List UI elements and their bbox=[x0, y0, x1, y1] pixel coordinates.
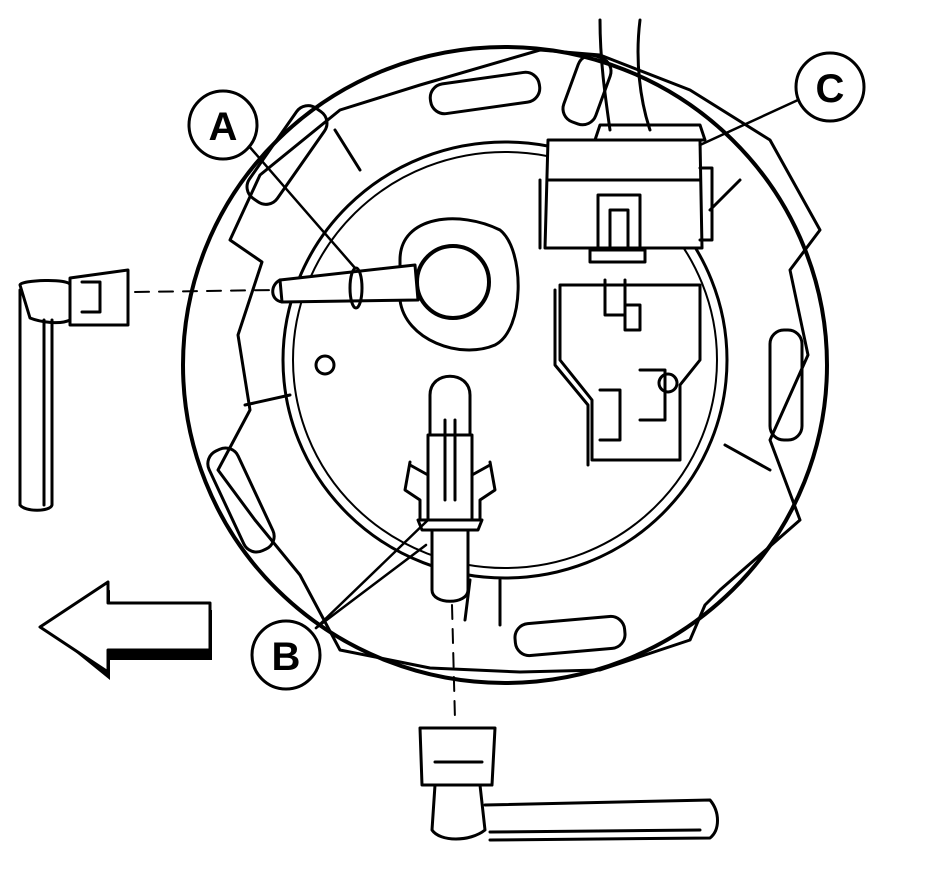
callout-c-label: C bbox=[816, 67, 845, 111]
callout-c: C bbox=[794, 51, 866, 123]
disconnected-hose-a bbox=[18, 268, 130, 512]
fuel-return-outlet bbox=[403, 374, 497, 603]
callout-b-label: B bbox=[272, 635, 301, 679]
leader-lines bbox=[246, 98, 800, 630]
disconnected-hose-b bbox=[418, 726, 719, 842]
connector-socket bbox=[553, 278, 702, 467]
callout-a-label: A bbox=[209, 105, 238, 149]
electrical-connector bbox=[538, 18, 714, 264]
locking-ring bbox=[181, 45, 829, 685]
flange-plate bbox=[281, 140, 729, 580]
alignment-lines bbox=[134, 289, 456, 721]
fuel-feed-outlet bbox=[271, 217, 520, 352]
callout-a: A bbox=[187, 89, 259, 161]
front-arrow-icon bbox=[38, 580, 212, 680]
mounting-hole bbox=[314, 354, 336, 376]
callout-b: B bbox=[250, 619, 322, 691]
